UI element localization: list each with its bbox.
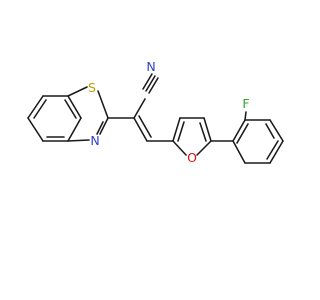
atom-label-fluorine: F <box>242 96 249 111</box>
bond <box>67 95 82 119</box>
bond <box>232 119 246 142</box>
bond <box>236 123 249 144</box>
bond <box>172 117 181 142</box>
bond <box>67 139 90 142</box>
atom-label-nitrogen-nitrile: N <box>146 59 155 74</box>
bond <box>269 119 284 142</box>
bond <box>67 86 88 97</box>
bond <box>232 140 246 164</box>
bond <box>142 73 153 90</box>
bond <box>99 117 109 135</box>
bond <box>177 121 185 142</box>
atom-label-sulfur: S <box>88 80 96 95</box>
bond <box>33 99 47 119</box>
atom-label-nitrogen-ring: N <box>90 133 99 148</box>
bond <box>265 123 275 139</box>
bond <box>27 117 44 142</box>
bond <box>196 140 212 156</box>
bond <box>97 90 109 119</box>
bond <box>172 140 187 156</box>
bond <box>199 122 207 142</box>
bond <box>266 140 279 160</box>
bond <box>145 75 156 92</box>
atom-label-oxygen: O <box>187 150 197 165</box>
bond <box>203 117 212 142</box>
atom-labels: S N N O F <box>88 59 250 165</box>
bond <box>27 95 44 119</box>
bond <box>244 111 247 121</box>
bond <box>138 115 152 138</box>
bond-lines <box>27 73 284 164</box>
molecule-structure: S N N O F <box>27 59 284 165</box>
bond <box>269 140 284 164</box>
bond <box>64 99 77 119</box>
bond <box>148 77 159 94</box>
bond <box>133 98 146 119</box>
bond <box>96 121 104 135</box>
bond <box>67 117 82 142</box>
bond <box>133 117 148 142</box>
